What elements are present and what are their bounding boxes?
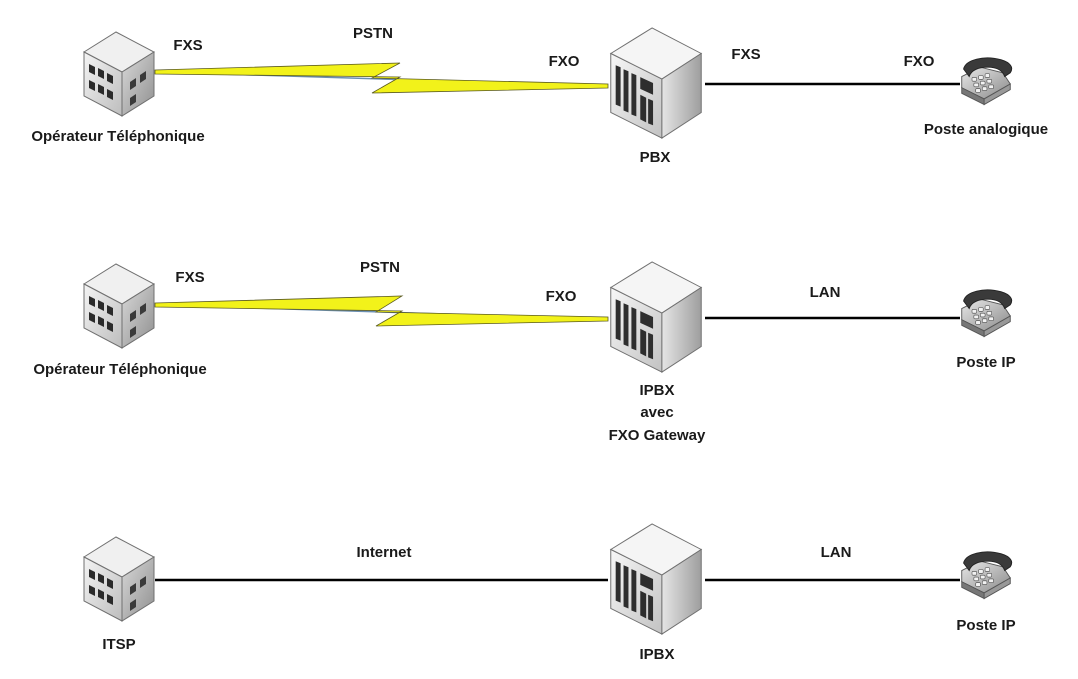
center-device-label: avec	[640, 404, 673, 421]
left-device-label: Opérateur Téléphonique	[31, 128, 204, 145]
ipbx-server-icon	[610, 523, 702, 635]
center-device-label: IPBX	[639, 646, 674, 663]
itsp-building-icon	[83, 536, 155, 622]
right-port-right-label: FXO	[904, 53, 935, 70]
pstn-link	[154, 62, 609, 94]
office-building-icon	[83, 31, 155, 117]
right-link-label: LAN	[810, 284, 841, 301]
pbx-server-icon	[610, 27, 702, 139]
right-device-label: Poste IP	[956, 617, 1015, 634]
right-port-left-label: FXS	[731, 46, 760, 63]
right-device-label: Poste analogique	[924, 121, 1048, 138]
center-port-label: FXO	[549, 53, 580, 70]
link-label: PSTN	[360, 259, 400, 276]
pstn-link	[154, 295, 609, 327]
center-port-label: FXO	[546, 288, 577, 305]
left-port-label: FXS	[175, 269, 204, 286]
left-device-label: Opérateur Téléphonique	[33, 361, 206, 378]
link-label: PSTN	[353, 25, 393, 42]
row-3: Internet LAN ITSP IPBX Poste IP	[83, 523, 1016, 663]
left-device-label: ITSP	[102, 636, 135, 653]
lightning-bolt-icon	[154, 295, 609, 327]
right-device-label: Poste IP	[956, 354, 1015, 371]
row-1: FXS PSTN FXO FXS FXO Opérateur Téléphoni…	[31, 25, 1048, 166]
center-device-label: IPBX	[639, 382, 674, 399]
office-building-icon	[83, 263, 155, 349]
ipbx-server-icon	[610, 261, 702, 373]
telephone-icon	[961, 551, 1013, 600]
telephone-icon	[961, 57, 1013, 106]
link-label: Internet	[356, 544, 411, 561]
left-port-label: FXS	[173, 37, 202, 54]
telephone-icon	[961, 289, 1013, 338]
right-link-label: LAN	[821, 544, 852, 561]
center-device-label: PBX	[640, 149, 671, 166]
row-2: FXS PSTN FXO LAN Opérateur Téléphonique …	[33, 259, 1015, 444]
center-device-label: FXO Gateway	[609, 427, 706, 444]
lightning-bolt-icon	[154, 62, 609, 94]
